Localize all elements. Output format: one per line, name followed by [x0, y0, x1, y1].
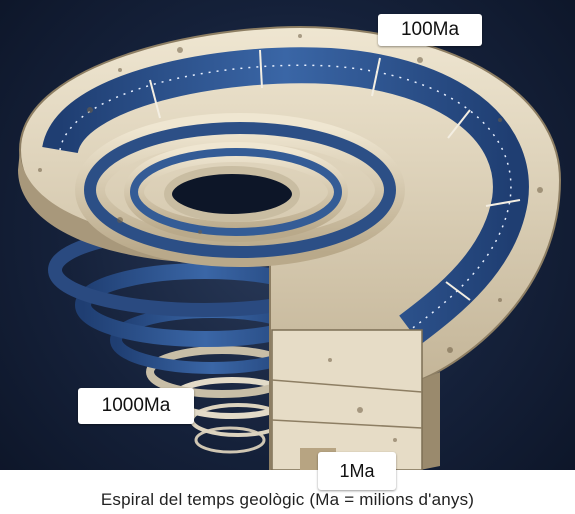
- inner-coil: [75, 113, 405, 267]
- period-ticks: [149, 49, 521, 301]
- caption-strip: [0, 470, 575, 514]
- label-100ma: 100Ma: [378, 14, 482, 46]
- label-1000ma: 1000Ma: [78, 388, 194, 424]
- label-1ma: 1Ma: [318, 452, 396, 490]
- image-caption: Espiral del temps geològic (Ma = milions…: [100, 490, 475, 509]
- recent-era-slice: [271, 329, 423, 471]
- outer-ocean-band: [42, 47, 529, 345]
- texture: [38, 34, 543, 442]
